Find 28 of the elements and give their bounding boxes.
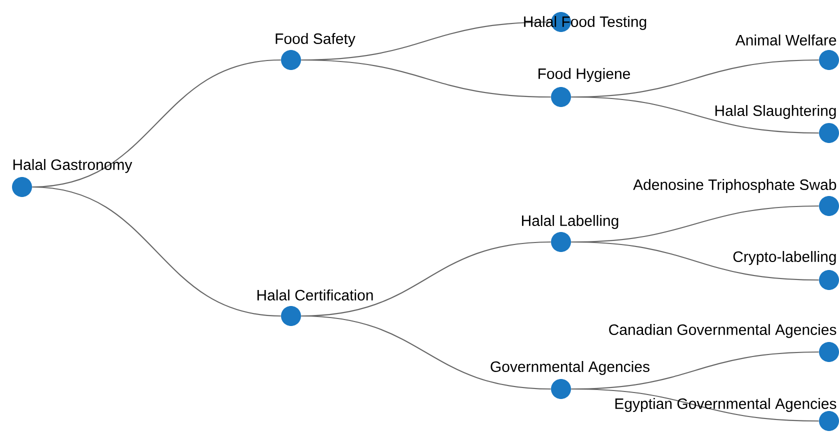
tree-node-dot [819, 196, 839, 216]
tree-node-dot [551, 232, 571, 252]
node-label: Crypto-labelling [733, 251, 836, 265]
tree-node-dot [819, 123, 839, 143]
tree-node-dot [281, 306, 301, 326]
tree-node-dot [819, 411, 839, 431]
node-label: Adenosine Triphosphate Swab [633, 179, 836, 193]
node-label: Food Safety [276, 33, 356, 47]
node-label: Canadian Governmental Agencies [609, 324, 836, 338]
tree-node-dot [551, 87, 571, 107]
node-label: Halal Labelling [522, 215, 618, 229]
tree-branch [301, 315, 551, 390]
node-label: Governmental Agencies [490, 361, 650, 375]
tree-node-dot [819, 342, 839, 362]
node-label: Animal Welfare [735, 34, 836, 46]
tree-branch [32, 186, 281, 317]
tree-branch [301, 59, 551, 98]
node-label: Halal Slaughtering [715, 105, 836, 119]
tree-node-dot [819, 270, 839, 290]
tree-branch [571, 241, 819, 281]
node-label: Food Hygiene [538, 68, 630, 82]
tree-node-dot [551, 379, 571, 399]
tree-node-dot [281, 50, 301, 70]
node-label: Halal Certification [257, 289, 373, 300]
tree-node-dot [12, 177, 32, 197]
tree-branch [571, 96, 819, 134]
tree-branch [571, 388, 819, 422]
tree-node-dot [819, 50, 839, 70]
